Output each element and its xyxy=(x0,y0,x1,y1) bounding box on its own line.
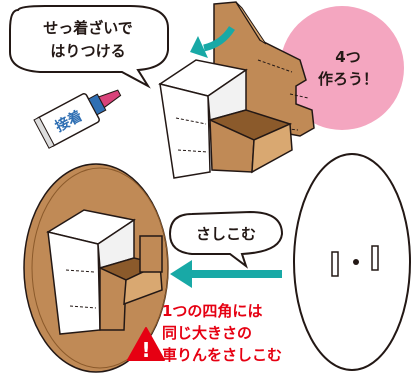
make-four-line2: 作ろう！ xyxy=(318,70,378,88)
warning-line2: 同じ大きさの xyxy=(162,324,252,342)
warning-line3: 車りんをさしこむ xyxy=(162,346,282,364)
cardboard-box-bottom xyxy=(46,209,163,335)
make-four-line1: 4つ xyxy=(335,48,360,66)
warning-note: ! 1つの四角には 同じ大きさの 車りんをさしこむ xyxy=(127,302,282,364)
glue-callout-line2: はりつける xyxy=(50,42,125,60)
glue-callout-line1: せっ着ざいで xyxy=(43,19,133,37)
glue-tube: 接着 xyxy=(33,89,122,149)
glue-callout-bubble: せっ着ざいで はりつける xyxy=(9,5,169,89)
white-wheel-right xyxy=(293,153,411,371)
insert-arrow-bottom xyxy=(170,260,282,288)
insert-callout-text: さしこむ xyxy=(196,225,256,243)
warning-icon: ! xyxy=(141,338,150,362)
attach-arrow-top xyxy=(190,26,235,58)
warning-line1: 1つの四角には xyxy=(162,302,262,320)
insert-callout-bubble: さしこむ xyxy=(168,210,284,269)
cardboard-box-top xyxy=(158,59,293,179)
